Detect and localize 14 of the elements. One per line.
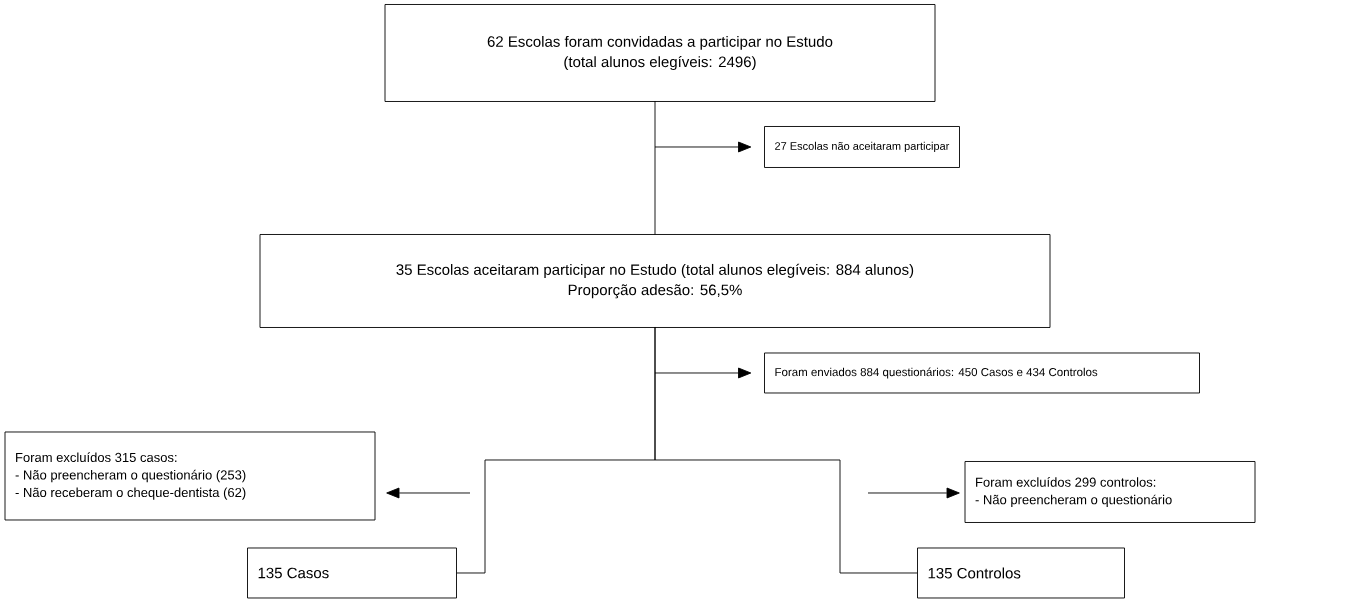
flow-box: Foram excluídos 315 casos: - Não preencheram o questionário (253) - Não receberam o cheque-dentista (62) [4,431,376,521]
flow-box: 135 Casos [247,547,457,599]
connector-line [654,326,918,574]
arrow [386,487,471,499]
arrow [867,487,960,499]
flow-box: 27 Escolas não aceitaram participar [764,126,960,168]
arrow [654,141,752,153]
flow-box: Foram enviados 884 questionários: 450 Casos e 434 Controlos [764,352,1200,394]
connector-line [654,100,656,235]
flow-box: Foram excluídos 299 controlos: - Não preencheram o questionário [964,461,1256,523]
flow-box: 62 Escolas foram convidadas a participar no Estudo (total alunos elegíveis: 2496) [384,4,936,102]
arrow [654,367,752,379]
flow-box: 135 Controlos [917,547,1125,599]
flow-box: 35 Escolas aceitaram participar no Estudo (total alunos elegíveis: 884 alunos) Proporção adesão: 56,5% [259,234,1051,328]
